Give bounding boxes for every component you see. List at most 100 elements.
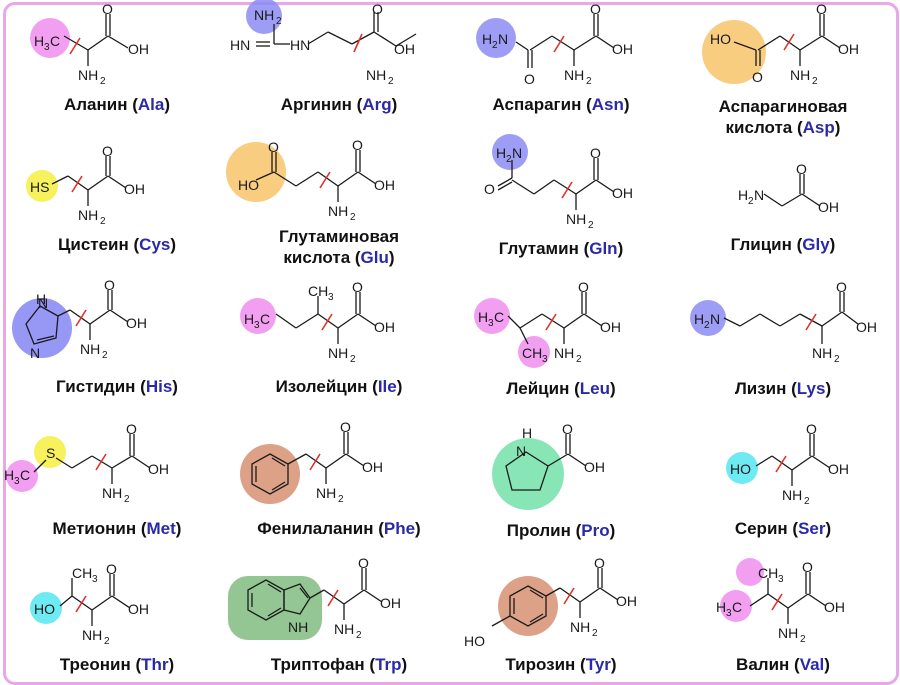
svg-text:OH: OH xyxy=(612,185,633,201)
name-arg: Аргинин xyxy=(280,95,352,114)
code-asp: Asp xyxy=(802,118,835,137)
svg-text:2: 2 xyxy=(576,354,582,365)
name-asp: Аспарагиновая кислота xyxy=(718,97,848,137)
name-his: Гистидин xyxy=(56,377,136,396)
svg-text:N: N xyxy=(498,31,508,47)
svg-text:3: 3 xyxy=(14,476,20,487)
svg-text:N: N xyxy=(30,345,40,361)
svg-text:O: O xyxy=(816,1,827,17)
svg-text:HN: HN xyxy=(290,37,310,53)
svg-text:OH: OH xyxy=(838,41,859,57)
code-arg: Arg xyxy=(362,95,392,114)
name-asn: Аспарагин xyxy=(492,95,582,114)
svg-text:CH: CH xyxy=(758,565,778,581)
code-val: Val xyxy=(799,655,825,674)
svg-text:NH: NH xyxy=(82,627,102,643)
caption-met: Метионин (Met) xyxy=(52,519,182,538)
caption-ala: Аланин (Ala) xyxy=(63,95,171,114)
caption-lys: Лизин (Lys) xyxy=(734,379,832,398)
svg-text:2: 2 xyxy=(102,350,108,361)
svg-text:OH: OH xyxy=(126,315,147,331)
svg-text:O: O xyxy=(372,1,383,17)
svg-text:C: C xyxy=(20,467,30,483)
svg-text:NH: NH xyxy=(778,625,798,641)
name-phe: Фенилаланин xyxy=(257,519,374,538)
name-cys: Цистеин xyxy=(57,235,129,254)
svg-text:NH: NH xyxy=(334,621,354,637)
svg-text:H: H xyxy=(716,599,726,615)
code-trp: Trp xyxy=(375,655,402,674)
code-asn: Asn xyxy=(591,95,624,114)
svg-text:NH: NH xyxy=(254,7,274,23)
svg-text:NH: NH xyxy=(316,485,336,501)
name-ser: Серин xyxy=(734,519,788,538)
svg-text:O: O xyxy=(106,561,117,577)
svg-text:OH: OH xyxy=(374,319,395,335)
svg-text:O: O xyxy=(104,277,115,293)
svg-text:NH: NH xyxy=(328,203,348,219)
svg-text:O: O xyxy=(524,71,535,87)
svg-text:HO: HO xyxy=(238,177,259,193)
structure-pro: H N O OH xyxy=(492,421,605,510)
name-met: Метионин xyxy=(52,519,137,538)
code-phe: Phe xyxy=(383,519,416,538)
svg-text:OH: OH xyxy=(584,459,605,475)
name-thr: Треонин xyxy=(59,655,131,674)
caption-his: Гистидин (His) xyxy=(56,377,178,396)
caption-glu: Глутаминовая кислота (Glu) xyxy=(278,227,400,267)
svg-text:3: 3 xyxy=(726,608,732,619)
name-glu: Глутаминовая кислота xyxy=(278,227,400,267)
code-gln: Gln xyxy=(589,239,618,258)
svg-text:H: H xyxy=(694,311,704,327)
svg-text:2: 2 xyxy=(104,636,110,647)
svg-text:3: 3 xyxy=(542,354,548,365)
svg-text:H: H xyxy=(34,33,44,49)
svg-text:N: N xyxy=(516,443,526,459)
svg-text:C: C xyxy=(732,599,742,615)
caption-asp: Аспарагиновая кислота (Asp) xyxy=(718,97,848,137)
svg-text:2: 2 xyxy=(812,76,818,87)
svg-text:O: O xyxy=(796,161,807,177)
caption-val: Валин (Val) xyxy=(736,655,830,674)
code-tyr: Tyr xyxy=(585,655,611,674)
svg-text:O: O xyxy=(358,555,369,571)
name-leu: Лейцин xyxy=(506,379,570,398)
svg-text:2: 2 xyxy=(804,496,810,507)
caption-phe: Фенилаланин (Phe) xyxy=(257,519,421,538)
svg-text:2: 2 xyxy=(350,212,356,223)
caption-ser: Серин (Ser) xyxy=(734,519,832,538)
name-ile: Изолейцин xyxy=(275,377,368,396)
svg-text:O: O xyxy=(340,419,351,435)
name-tyr: Тирозин xyxy=(505,655,576,674)
code-pro: Pro xyxy=(581,521,610,540)
name-pro: Пролин xyxy=(506,521,571,540)
svg-text:HS: HS xyxy=(30,179,49,195)
svg-text:O: O xyxy=(268,139,279,155)
svg-text:O: O xyxy=(752,69,763,85)
svg-text:2: 2 xyxy=(276,16,282,27)
svg-text:3: 3 xyxy=(44,42,50,53)
svg-text:O: O xyxy=(806,421,817,437)
svg-text:2: 2 xyxy=(338,494,344,505)
svg-text:O: O xyxy=(126,421,137,437)
svg-text:NH: NH xyxy=(80,341,100,357)
code-thr: Thr xyxy=(141,655,169,674)
svg-text:OH: OH xyxy=(828,461,849,477)
svg-text:2: 2 xyxy=(704,320,710,331)
caption-leu: Лейцин (Leu) xyxy=(506,379,616,398)
svg-text:OH: OH xyxy=(600,319,621,335)
svg-text:2: 2 xyxy=(388,76,394,87)
